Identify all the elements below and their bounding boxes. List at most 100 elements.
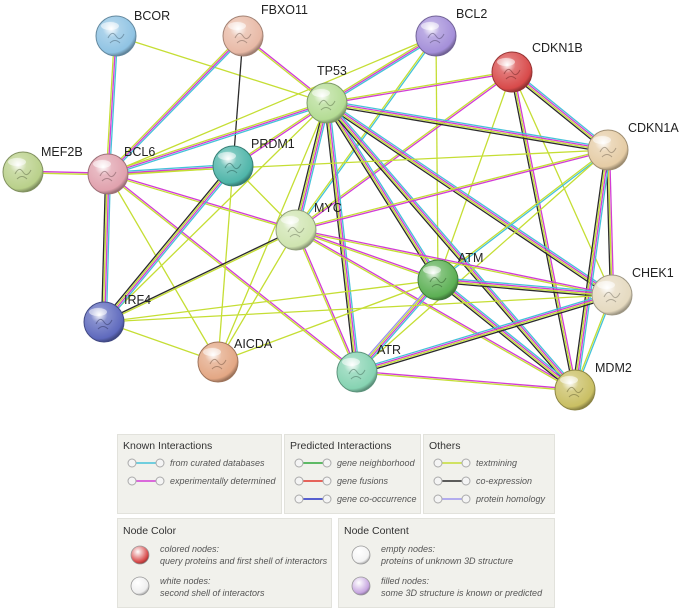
node-label-chek1: CHEK1 [632,266,674,280]
node-highlight [342,358,360,366]
edge-line-curated [439,277,577,389]
edge-cdkn1a-atr [356,149,609,373]
node-highlight [203,348,221,356]
edge-line-experimental [107,35,117,175]
node-label-atm: ATM [458,251,483,265]
edge-line-curated [297,103,330,231]
edge-line-coexpression [232,35,244,167]
node-bcor[interactable]: BCOR [95,9,170,57]
edge-line-experimental [296,228,576,390]
swatch-curated-icon [127,458,165,468]
edge-line-textmining [103,279,439,323]
structure-icon [95,318,113,330]
edge-atm-chek1 [437,276,613,299]
legend-experimental-label: experimentally determined [170,476,276,486]
edge-line-textmining [356,372,575,392]
edge-line-experimental [107,102,328,175]
edge-line-experimental [575,150,610,391]
edge-bcl2-tp53 [325,34,438,105]
edge-line-curated [108,103,328,177]
edge-tp53-bcl6 [107,100,328,177]
node-irf4[interactable]: IRF4 [83,293,151,343]
node-label-mdm2: MDM2 [595,361,632,375]
node-myc[interactable]: MYC [275,201,342,251]
node-bcl2[interactable]: BCL2 [415,7,487,57]
edge-line-experimental [438,278,576,390]
edge-tp53-chek1 [325,100,614,298]
edge-cdkn1a-atm [437,148,609,282]
edge-line-experimental [326,35,437,104]
node-label-atr: ATR [377,343,401,357]
node-cdkn1b[interactable]: CDKN1B [491,41,583,93]
node-mdm2[interactable]: MDM2 [554,361,632,411]
edge-line-textmining [107,35,437,175]
edge-line-textmining [607,149,613,296]
node-highlight [8,158,26,166]
node-label-cdkn1a: CDKN1A [628,121,679,135]
node-chek1[interactable]: CHEK1 [591,266,674,316]
white-node-icon [130,576,150,596]
edge-line-curated [328,101,578,389]
edge-line-experimental [357,370,576,390]
edge-line-curated [296,36,438,231]
legend-node-color: Node Color colored nodes: query proteins… [117,518,332,608]
edge-line-textmining [326,70,512,103]
swatch-coexpression-icon [433,476,471,486]
structure-icon [209,358,227,370]
edge-myc-aicda [217,229,297,363]
structure-icon [234,32,252,44]
node-label-mef2b: MEF2B [41,145,83,159]
node-aicda[interactable]: AICDA [197,337,273,383]
node-bcl6[interactable]: BCL6 [87,145,155,195]
node-prdm1[interactable]: PRDM1 [212,137,295,187]
legend-node-content-title: Node Content [344,525,409,537]
edge-line-coexpression [293,102,326,230]
edge-fbxo11-prdm1 [232,35,244,167]
node-fbxo11[interactable]: FBXO11 [222,3,308,57]
edge-line-coexpression [437,281,612,299]
structure-icon [107,32,125,44]
node-highlight [228,22,246,30]
node-tp53[interactable]: TP53 [306,64,348,124]
edge-line-experimental [104,166,235,323]
edge-myc-mdm2 [295,228,576,392]
edge-line-coexpression [101,164,232,321]
edge-line-curated [327,99,609,149]
edge-line-curated [107,163,233,174]
edge-myc-atr [294,229,359,373]
edge-atm-irf4 [103,279,439,323]
edge-line-textmining [325,103,357,373]
colored-node-icon [130,545,150,565]
edge-line-experimental [296,228,613,295]
edge-line-textmining [437,280,612,297]
node-label-myc: MYC [314,201,342,215]
edge-line-textmining [107,174,357,374]
edge-line-coexpression [436,281,574,393]
legend-textmining-label: textmining [476,458,518,468]
edge-line-textmining [294,35,436,230]
edge-line-textmining [115,35,328,104]
edge-line-homology [354,277,437,371]
edge-line-experimental [356,293,612,372]
node-highlight [218,152,236,160]
edge-bcor-tp53 [115,35,328,104]
edge-line-textmining [326,103,608,152]
structure-icon [503,68,521,80]
node-cdkn1a[interactable]: CDKN1A [587,121,679,171]
edge-irf4-chek1 [103,294,613,323]
edge-line-curated [108,36,119,175]
edge-line-textmining [107,100,327,174]
edge-line-curated [105,174,112,323]
edge-line-textmining [294,230,357,373]
edge-line-experimental [104,174,110,323]
edge-bcl2-myc [294,35,438,231]
swatch-fusion-icon [294,476,332,486]
node-atr[interactable]: ATR [336,343,401,393]
legend-colored-nodes-line2: query proteins and first shell of intera… [160,556,328,566]
node-atm[interactable]: ATM [417,251,483,301]
node-mef2b[interactable]: MEF2B [2,145,83,193]
legend-known-title: Known Interactions [123,440,213,452]
edge-line-textmining [295,230,612,297]
edge-line-textmining [295,230,438,282]
edge-line-coexpression [571,149,607,390]
